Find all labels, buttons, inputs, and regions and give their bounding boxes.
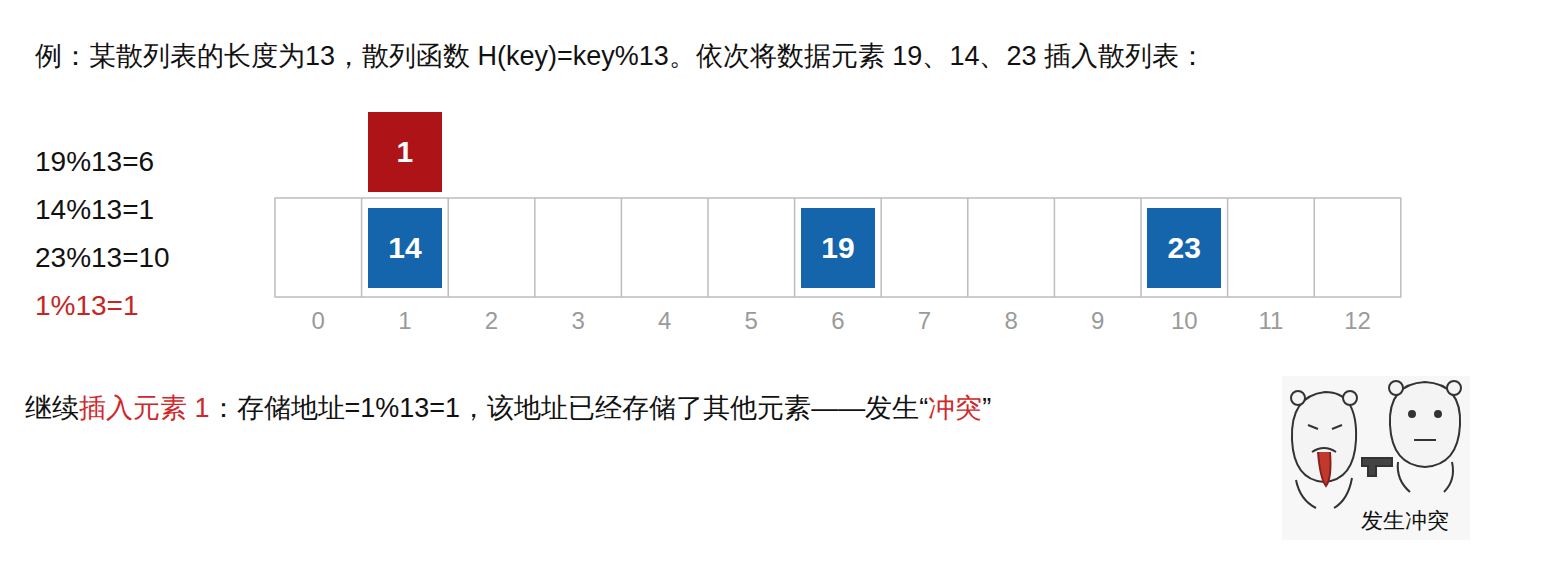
sentence-highlight: 插入元素 1: [79, 393, 210, 423]
bear-head: [1390, 382, 1460, 467]
cell-divider: [621, 198, 623, 297]
cell-index: 2: [485, 307, 498, 336]
cell-divider: [880, 198, 882, 297]
bear-eye: [1409, 411, 1415, 417]
bear-eyes: [1308, 425, 1342, 429]
cell-index: 12: [1344, 307, 1371, 336]
element-value: 23: [1168, 230, 1201, 266]
sentence-part: ”: [982, 393, 991, 423]
sentence-part: ：存储地址=1%13=1，该地址已经存储了其他元素——发生“: [210, 393, 929, 423]
cell-divider: [447, 198, 449, 297]
hash-calc: 23%13=10: [35, 241, 170, 275]
cell-index: 7: [918, 307, 931, 336]
meme-ground: [1282, 376, 1470, 540]
cell-index: 11: [1258, 307, 1283, 336]
bear-mouth: [1414, 439, 1436, 441]
cell-divider: [1313, 198, 1315, 297]
hash-table: [275, 198, 1401, 297]
bear-ear: [1343, 391, 1357, 405]
hash-calc: 14%13=1: [35, 193, 154, 227]
title-text: 例：某散列表的长度为13，散列函数 H(key)=key%13。依次将数据元素 …: [35, 40, 1206, 72]
table-outline: [275, 198, 1401, 297]
meme-picture: [1282, 376, 1470, 540]
cell-divider: [1227, 198, 1229, 297]
cell-divider: [1054, 198, 1056, 297]
cell-index: 1: [398, 307, 411, 336]
element-value: 14: [388, 230, 421, 266]
cell-index: 4: [658, 307, 671, 336]
sentence-line: 继续插入元素 1：存储地址=1%13=1，该地址已经存储了其他元素——发生“冲突…: [25, 392, 991, 424]
stored-element-box: 14: [368, 208, 442, 288]
cell-index: 8: [1004, 307, 1017, 336]
cell-divider: [967, 198, 969, 297]
cell-index: 5: [745, 307, 758, 336]
bear-ear: [1291, 391, 1305, 405]
cell-divider: [361, 198, 363, 297]
stored-element-box: 23: [1147, 208, 1221, 288]
cell-index: 3: [571, 307, 584, 336]
cell-divider: [707, 198, 709, 297]
new-element-box: 1: [368, 112, 442, 192]
sentence-part: 继续: [25, 393, 79, 423]
cell-divider: [794, 198, 796, 297]
gun: [1362, 458, 1392, 476]
bear-tongue: [1318, 452, 1331, 486]
bear-eye: [1435, 411, 1441, 417]
cell-index: 0: [312, 307, 325, 336]
meme-caption: 发生冲突: [1358, 508, 1452, 534]
cell-index: 10: [1171, 307, 1198, 336]
sentence-highlight: 冲突: [928, 393, 982, 423]
bear-body: [1398, 462, 1453, 492]
hash-calc: 19%13=6: [35, 145, 154, 179]
cell-divider: [1140, 198, 1142, 297]
element-value: 19: [821, 230, 854, 266]
cell-index: 6: [831, 307, 844, 336]
cell-index: 9: [1091, 307, 1104, 336]
cell-divider: [534, 198, 536, 297]
bear-mouth: [1312, 448, 1336, 452]
element-value: 1: [397, 134, 414, 170]
stored-element-box: 19: [801, 208, 875, 288]
bear-body: [1296, 478, 1352, 508]
hash-calc: 1%13=1: [35, 289, 139, 323]
bear-ear: [1447, 381, 1461, 395]
bear-ear: [1389, 381, 1403, 395]
